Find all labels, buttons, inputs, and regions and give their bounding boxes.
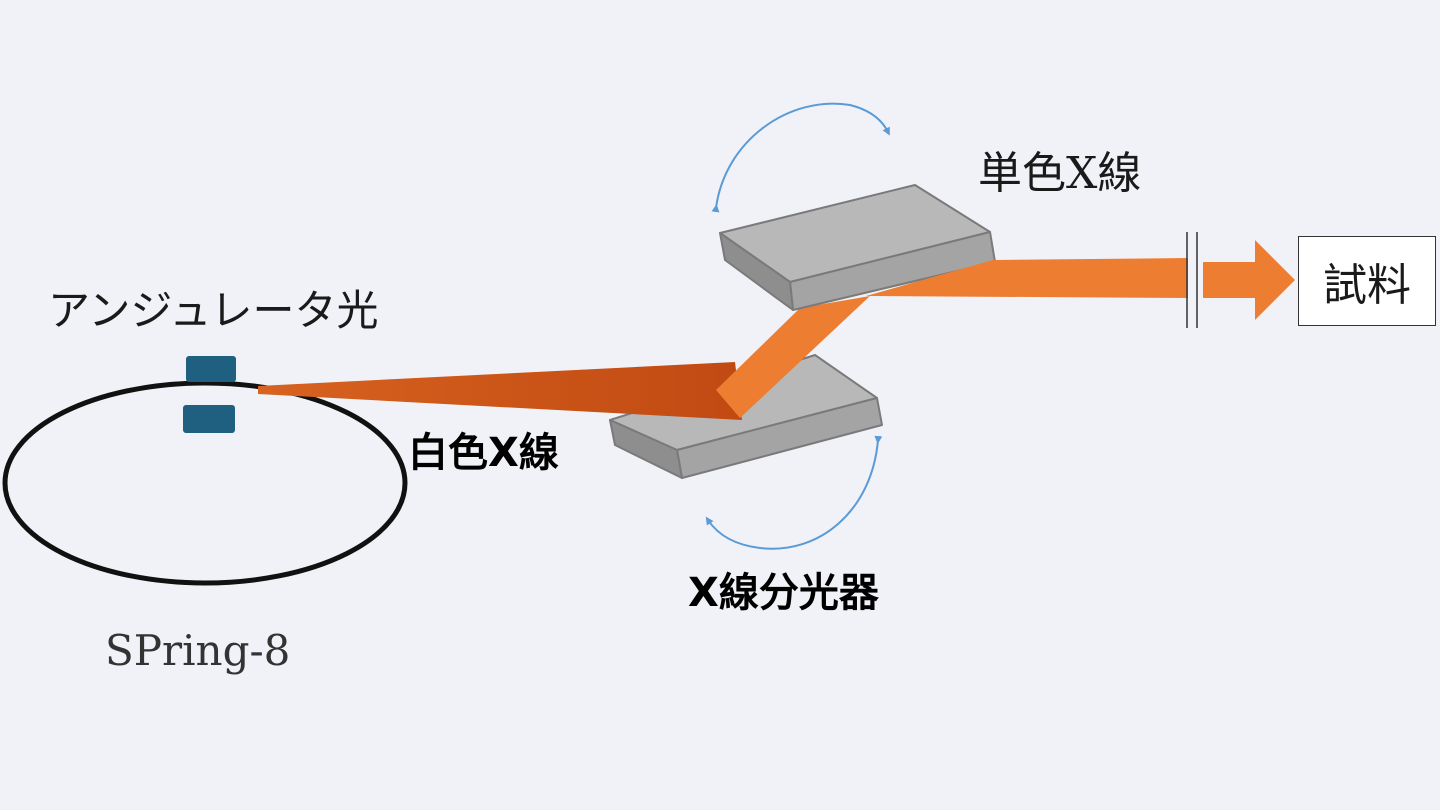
diffracted-beam — [716, 296, 870, 418]
monochromatic-xray-label: 単色X線 — [978, 148, 1142, 199]
white-xray-beam — [258, 362, 742, 420]
storage-ring — [2, 380, 408, 586]
beam-arrow-icon — [1203, 240, 1295, 320]
undulator-icon — [183, 356, 236, 433]
monochromatic-xray-beam — [866, 258, 1188, 298]
upper-crystal — [719, 184, 996, 311]
rotation-arrow-lower-icon — [705, 435, 883, 550]
undulator-light-label: アンジュレータ光 — [48, 286, 379, 335]
sample-label: 試料 — [1323, 260, 1411, 311]
ring-label: SPring-8 — [105, 626, 291, 675]
monochromator-label: X線分光器 — [688, 570, 879, 616]
rotation-arrow-upper-icon — [711, 102, 890, 213]
slit-icon — [1186, 232, 1198, 328]
sample-box: 試料 — [1298, 236, 1436, 326]
white-xray-label: 白色X線 — [408, 430, 559, 476]
